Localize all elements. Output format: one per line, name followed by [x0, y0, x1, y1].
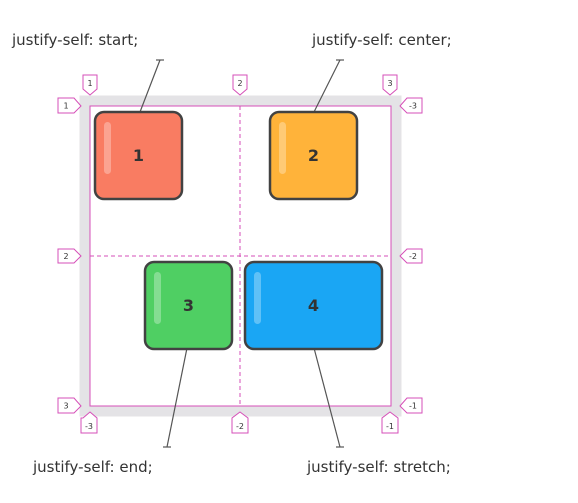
leader-line-start [139, 59, 161, 113]
grid-item-1-label: 1 [133, 146, 144, 165]
grid-item-2-shine [279, 122, 286, 174]
caption-justify-center: justify-self: center; [311, 31, 452, 49]
column-marker-top-2: 2 [232, 74, 248, 96]
leader-line-end [166, 347, 188, 448]
row-marker-left-1: 1 [57, 97, 82, 114]
grid-item-4-box [243, 260, 384, 351]
caption-justify-stretch: justify-self: stretch; [306, 458, 451, 476]
grid-item-2: 2 [268, 110, 359, 201]
grid-item-3-box [143, 260, 234, 351]
grid-item-3-shine [154, 272, 161, 324]
row-marker-right-3: -1 [399, 397, 423, 414]
row-marker-left-2: 2 [57, 248, 82, 264]
row-marker-left-2-label: 2 [63, 252, 68, 261]
row-marker-right-1-label: -3 [409, 102, 417, 111]
column-marker-top-3: 3 [382, 74, 398, 96]
grid-item-3: 3 [143, 260, 234, 351]
grid-item-2-label: 2 [308, 146, 319, 165]
grid-item-3-label: 3 [183, 296, 194, 315]
grid-item-4: 4 [243, 260, 384, 351]
leader-line-center [313, 59, 341, 113]
leader-lines [139, 59, 344, 448]
column-marker-top-2-label: 2 [237, 79, 242, 88]
row-marker-left-1-label: 1 [63, 102, 68, 111]
caption-justify-end: justify-self: end; [32, 458, 153, 476]
grid-item-4-shine [254, 272, 261, 324]
row-marker-left-3-label: 3 [63, 402, 68, 411]
column-marker-top-3-label: 3 [387, 79, 392, 88]
grid-item-1-box [93, 110, 184, 201]
column-marker-bottom-1-label: -3 [85, 422, 93, 431]
column-marker-top-1: 1 [82, 74, 98, 96]
row-marker-right-3-label: -1 [409, 402, 417, 411]
row-marker-right-2-label: -2 [409, 252, 417, 261]
grid-item-1: 1 [93, 110, 184, 201]
column-marker-bottom-2-label: -2 [236, 422, 244, 431]
column-marker-bottom-2: -2 [231, 411, 249, 434]
caption-justify-start: justify-self: start; [11, 31, 138, 49]
grid-item-2-box [268, 110, 359, 201]
grid-item-4-label: 4 [308, 296, 319, 315]
grid-container-border [79, 95, 402, 417]
row-marker-right-2: -2 [399, 248, 423, 264]
column-marker-bottom-3-label: -1 [386, 422, 394, 431]
column-marker-bottom-3: -1 [381, 411, 399, 434]
column-marker-top-1-label: 1 [87, 79, 92, 88]
row-marker-left-3: 3 [57, 397, 82, 414]
leader-line-stretch [313, 347, 341, 448]
row-marker-right-1: -3 [399, 97, 423, 114]
column-marker-bottom-1: -3 [80, 411, 98, 434]
grid-item-1-shine [104, 122, 111, 174]
